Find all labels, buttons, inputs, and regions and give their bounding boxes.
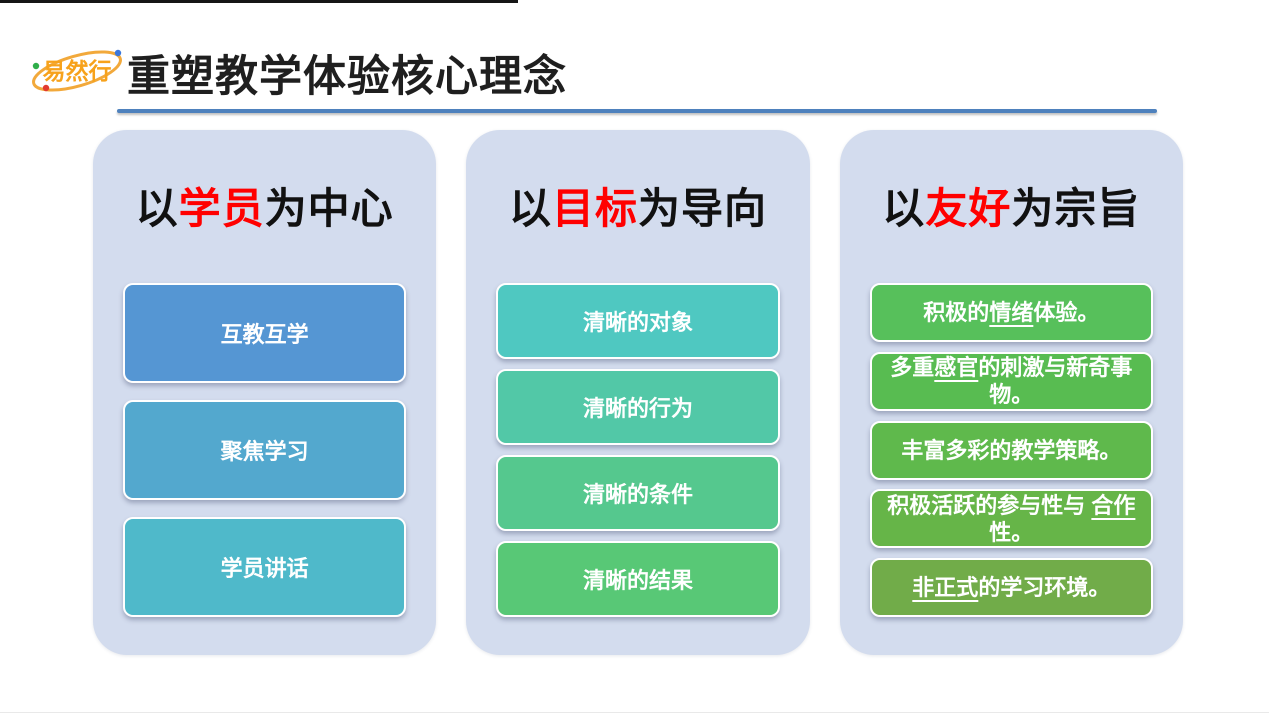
heading-accent: 友好: [925, 184, 1012, 232]
columns-row: 以学员为中心 互教互学聚焦学习学员讲话 以目标为导向 清晰的对象清晰的行为清晰的…: [93, 130, 1183, 655]
concept-box: 积极活跃的参与性与 合作性。: [869, 489, 1153, 549]
column-panel: 以学员为中心 互教互学聚焦学习学员讲话: [93, 130, 437, 655]
concept-box: 多重感官的刺激与新奇事物。: [869, 351, 1153, 411]
column-box-list: 积极的情绪体验。多重感官的刺激与新奇事物。丰富多彩的教学策略。积极活跃的参与性与…: [869, 283, 1153, 617]
concept-box-label: 清晰的结果: [582, 568, 693, 593]
brand-logo-text: 易然行: [43, 58, 112, 84]
concept-box-label: 积极的情绪体验。: [923, 300, 1100, 325]
concept-box: 清晰的行为: [496, 369, 780, 445]
concept-box-label: 积极活跃的参与性与 合作性。: [887, 492, 1136, 545]
concept-box-label: 多重感官的刺激与新奇事物。: [890, 355, 1133, 408]
column-panel: 以友好为宗旨 积极的情绪体验。多重感官的刺激与新奇事物。丰富多彩的教学策略。积极…: [839, 130, 1183, 655]
concept-box: 积极的情绪体验。: [869, 283, 1153, 342]
concept-box: 清晰的对象: [496, 283, 780, 359]
logo-dot-red-icon: [42, 84, 50, 92]
logo-dot-blue-icon: [114, 49, 122, 57]
concept-box: 丰富多彩的教学策略。: [869, 420, 1153, 480]
concept-box: 学员讲话: [123, 517, 407, 617]
concept-box-label: 清晰的行为: [582, 396, 693, 421]
column-heading: 以学员为中心: [93, 130, 436, 280]
concept-box-label: 清晰的条件: [582, 482, 693, 507]
title-underline-rule: [117, 109, 1157, 113]
page-title: 重塑教学体验核心理念: [127, 53, 567, 101]
column-box-list: 互教互学聚焦学习学员讲话: [123, 283, 407, 617]
concept-box-label: 聚焦学习: [220, 439, 309, 464]
concept-box-label: 互教互学: [220, 322, 309, 347]
column-box-list: 清晰的对象清晰的行为清晰的条件清晰的结果: [496, 283, 780, 617]
column-panel: 以目标为导向 清晰的对象清晰的行为清晰的条件清晰的结果: [466, 130, 810, 655]
column-heading: 以目标为导向: [466, 130, 809, 280]
logo-dot-green-icon: [32, 62, 40, 70]
concept-box: 非正式的学习环境。: [869, 558, 1153, 617]
concept-box: 聚焦学习: [123, 400, 407, 500]
concept-box: 清晰的条件: [496, 455, 780, 531]
heading-accent: 学员: [178, 184, 265, 232]
concept-box: 互教互学: [123, 283, 407, 383]
concept-box-label: 非正式的学习环境。: [912, 575, 1111, 600]
concept-box-label: 清晰的对象: [582, 310, 693, 335]
concept-box: 清晰的结果: [496, 541, 780, 617]
brand-logo-icon: 易然行: [32, 49, 122, 92]
concept-box-label: 学员讲话: [220, 556, 309, 581]
column-heading: 以友好为宗旨: [840, 130, 1183, 280]
heading-accent: 目标: [551, 184, 638, 232]
screen-edge-artifact: [0, 0, 518, 3]
concept-box-label: 丰富多彩的教学策略。: [901, 437, 1122, 463]
